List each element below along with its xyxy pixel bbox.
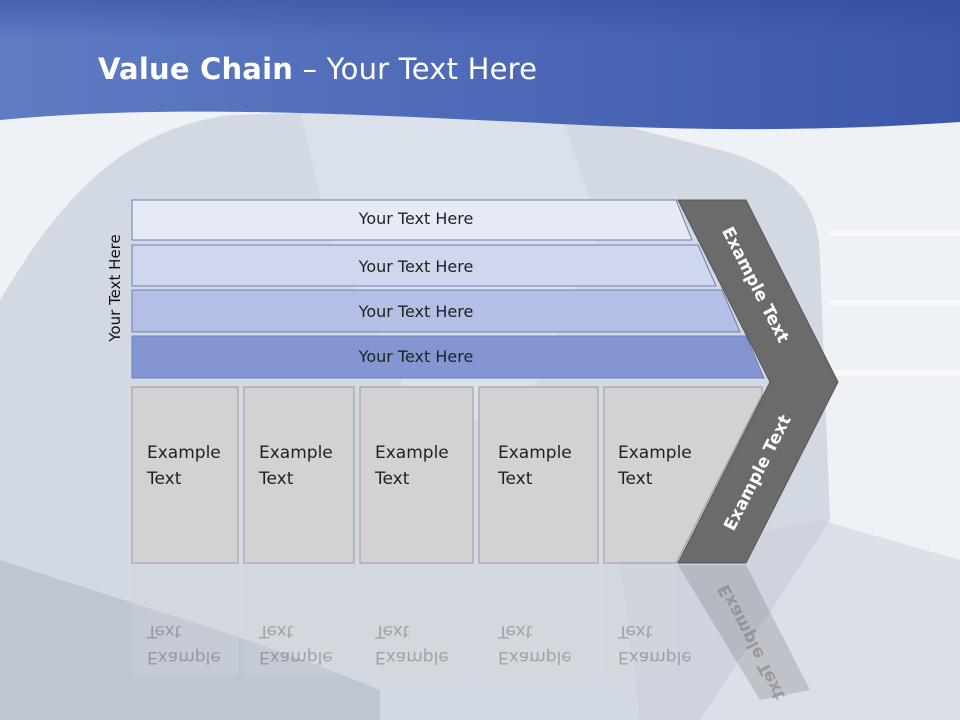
column-2-label-reflection: Example Text xyxy=(259,618,333,670)
column-1-line1: Example xyxy=(147,443,221,463)
column-3-label-reflection: Example Text xyxy=(375,618,449,670)
column-2-reflection-line1: Example xyxy=(259,647,333,667)
slide-title: Value Chain – Your Text Here xyxy=(98,52,537,86)
band-1-label: Your Text Here xyxy=(358,209,474,228)
title-rest: – Your Text Here xyxy=(293,52,538,86)
column-3-reflection-line2: Text xyxy=(375,621,410,641)
band-2 xyxy=(131,244,717,287)
column-5-label-reflection: Example Text xyxy=(618,618,692,670)
title-bold: Value Chain xyxy=(98,52,294,86)
column-1 xyxy=(131,386,239,564)
column-1-reflection-line2: Text xyxy=(147,621,182,641)
column-5-line2: Text xyxy=(618,469,653,489)
column-4-reflection-line2: Text xyxy=(498,621,533,641)
band-3 xyxy=(131,289,741,333)
column-4-reflection-line1: Example xyxy=(498,647,572,667)
band-2-label: Your Text Here xyxy=(358,257,474,276)
column-5-reflection-line2: Text xyxy=(618,621,653,641)
column-3 xyxy=(359,386,474,564)
column-2-line2: Text xyxy=(259,469,294,489)
column-1-label-reflection: Example Text xyxy=(147,618,221,670)
column-3-reflection-line1: Example xyxy=(375,647,449,667)
column-1-reflection-line1: Example xyxy=(147,647,221,667)
column-2 xyxy=(243,386,355,564)
column-2-line1: Example xyxy=(259,443,333,463)
column-2-reflection-line2: Text xyxy=(259,621,294,641)
column-4-line2: Text xyxy=(498,469,533,489)
column-5-line1: Example xyxy=(618,443,692,463)
band-4-label: Your Text Here xyxy=(358,347,474,366)
column-3-line1: Example xyxy=(375,443,449,463)
column-4-line1: Example xyxy=(498,443,572,463)
margin-chevron-reflection xyxy=(678,565,810,700)
column-3-line2: Text xyxy=(375,469,410,489)
column-4 xyxy=(478,386,599,564)
column-4-label-reflection: Example Text xyxy=(498,618,572,670)
band-4 xyxy=(131,335,765,379)
band-1 xyxy=(131,199,693,241)
column-5 xyxy=(603,386,763,564)
band-3-label: Your Text Here xyxy=(358,302,474,321)
margin-chevron xyxy=(677,199,839,564)
column-1-line2: Text xyxy=(147,469,182,489)
column-5-reflection-line1: Example xyxy=(618,647,692,667)
columns-reflection xyxy=(132,565,676,675)
